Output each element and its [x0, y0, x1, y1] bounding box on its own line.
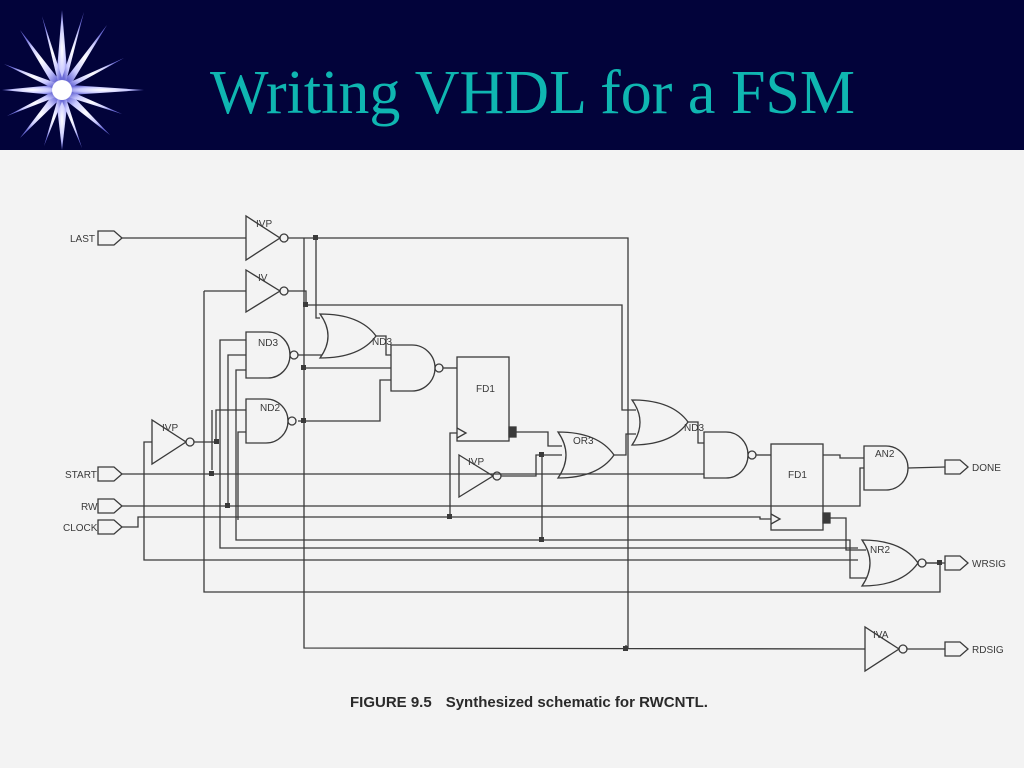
gate-label-or3: OR3 [573, 436, 594, 447]
input-label-last: LAST [70, 234, 95, 245]
or-gate-a [318, 313, 377, 359]
gate-label-nd-b: ND3 [684, 423, 704, 434]
starburst-icon [2, 10, 144, 150]
gate-label-ivp-start: IVP [162, 423, 178, 434]
gate-label-nr2: NR2 [870, 545, 890, 556]
input-label-rw: RW [81, 502, 98, 513]
input-port-rw [97, 498, 123, 514]
schematic-area [0, 150, 1024, 768]
output-port-rdsig [944, 641, 969, 657]
input-port-start [97, 466, 123, 482]
nand-gate-a [390, 344, 444, 392]
input-port-last [97, 230, 123, 246]
output-port-wrsig [944, 555, 969, 571]
figure-number: FIGURE 9.5 [350, 694, 432, 711]
output-label-rdsig: RDSIG [972, 645, 1004, 656]
inverter-ivp-last [245, 214, 289, 262]
nor-gate-nr2 [860, 539, 927, 587]
flip-flop-fd1-b [770, 443, 831, 531]
output-label-done: DONE [972, 463, 1001, 474]
gate-label-iva: IVA [873, 630, 889, 641]
input-label-start: START [65, 470, 97, 481]
output-port-done [944, 459, 969, 475]
gate-label-fd1-b: FD1 [788, 470, 807, 481]
gate-label-an2: AN2 [875, 449, 895, 460]
or-gate-or3 [556, 431, 615, 479]
output-label-wrsig: WRSIG [972, 559, 1006, 570]
nand-gate-b [703, 431, 757, 479]
slide-title: Writing VHDL for a FSM [210, 59, 856, 127]
wire-junctions [209, 235, 942, 651]
gate-label-nd3: ND3 [258, 338, 278, 349]
input-port-clock [97, 519, 123, 535]
schematic-wires [122, 237, 946, 650]
and-gate-an2 [863, 445, 909, 491]
slide-header [0, 0, 1024, 150]
gate-label-fd1-a: FD1 [476, 384, 495, 395]
schematic-diagram: LAST START RW CLOCK DONE WRSIG RDSIG IVP… [63, 214, 1006, 673]
nand-gate-nd2 [245, 398, 297, 444]
gate-label-ivp-mid: IVP [468, 457, 484, 468]
gate-label-nd-a: ND3 [372, 337, 392, 348]
flip-flop-fd1-a [456, 356, 517, 442]
or-gate-b [630, 399, 689, 446]
nand-gate-nd3 [245, 331, 299, 379]
gate-label-iv: IV [258, 273, 268, 284]
gate-label-nd2: ND2 [260, 403, 280, 414]
figure-caption: FIGURE 9.5 Synthesized schematic for RWCN… [350, 694, 708, 711]
gate-label-ivp-last: IVP [256, 219, 272, 230]
input-label-clock: CLOCK [63, 523, 98, 534]
figure-caption-text: Synthesized schematic for RWCNTL. [445, 694, 708, 711]
